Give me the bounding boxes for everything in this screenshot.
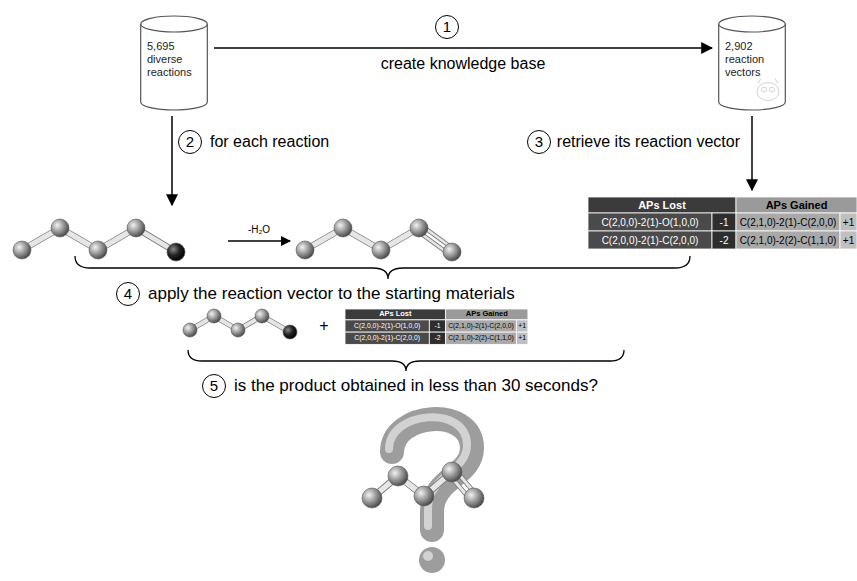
table-cell (516, 332, 528, 344)
table-cell (345, 320, 429, 332)
atom (183, 323, 197, 337)
atom (51, 219, 69, 237)
atom (167, 243, 185, 261)
atom (283, 325, 297, 339)
reaction-arrow (228, 240, 290, 241)
table-cell (446, 320, 517, 332)
database-label: 2,902 reaction vectors (718, 16, 786, 80)
table-cell (345, 332, 429, 344)
atom (442, 462, 462, 482)
step-number: 4 (116, 282, 140, 306)
brace (188, 350, 624, 371)
table-value: -1 (434, 322, 440, 329)
table-header-cell (588, 197, 736, 213)
table-value: C(2,1,0)-2(2)-C(1,1,0) (448, 335, 514, 342)
table-value: C(2,0,0)-2(1)-O(1,0,0) (354, 322, 420, 329)
table-cell (516, 320, 528, 332)
table-value: -2 (434, 335, 440, 342)
table-cell (588, 213, 712, 231)
step-number: 2 (178, 130, 202, 154)
table-value: -2 (720, 235, 729, 246)
step-text: apply the reaction vector to the startin… (148, 285, 515, 304)
step-number: 1 (435, 15, 459, 39)
step-text: retrieve its reaction vector (557, 133, 740, 151)
atom (255, 309, 269, 323)
table-header: APs Lost (379, 310, 411, 318)
table-cell (736, 213, 840, 231)
table-value: C(2,0,0)-2(1)-C(2,0,0) (354, 335, 420, 342)
atom (13, 241, 31, 259)
molecule (183, 309, 297, 339)
down-arrow (751, 116, 753, 190)
molecule (362, 462, 484, 508)
atom (362, 488, 382, 508)
table (345, 309, 528, 344)
atom (414, 486, 434, 506)
table-header-cell (446, 309, 528, 320)
table-value: C(2,1,0)-2(2)-C(1,1,0) (740, 235, 837, 246)
table-value: +1 (518, 322, 526, 329)
step-text: is the product obtained in less than 30 … (234, 377, 598, 396)
owl-sketch (757, 79, 779, 101)
database-label: 5,695 diverse reactions (140, 16, 208, 80)
table-header: APs Lost (638, 199, 686, 211)
table-cell (588, 231, 712, 249)
atom (388, 466, 408, 486)
table-header-cell (736, 197, 857, 213)
table-cell (840, 213, 857, 231)
down-arrow (171, 116, 173, 205)
table-cell (446, 332, 517, 344)
atom (443, 243, 461, 261)
table-cell (840, 231, 857, 249)
atom (410, 219, 428, 237)
atom (207, 309, 221, 323)
table-cell (712, 231, 736, 249)
table-header: APs Gained (766, 199, 828, 211)
question-mark (389, 417, 472, 573)
table-value: +1 (843, 235, 854, 246)
arrow-label: create knowledge base (378, 55, 549, 73)
flow-arrow (214, 47, 712, 49)
cylinder-top (719, 16, 786, 32)
table-cell (736, 231, 840, 249)
atom (127, 219, 145, 237)
molecule (13, 219, 185, 261)
table-cell (712, 213, 736, 231)
step-text: for each reaction (210, 133, 329, 151)
atom (372, 241, 390, 259)
atom (296, 241, 314, 259)
table-value: C(2,0,0)-2(1)-O(1,0,0) (601, 217, 698, 228)
atom (231, 323, 245, 337)
molecule (296, 219, 461, 261)
plus-sign: + (319, 317, 328, 335)
step-number: 5 (202, 374, 226, 398)
database-cylinder: 2,902 reaction vectors (718, 16, 786, 110)
formula: -H₂O (248, 224, 270, 235)
table-header: APs Gained (466, 310, 508, 318)
table-header-cell (345, 309, 446, 320)
database-cylinder: 5,695 diverse reactions (140, 16, 208, 110)
table-value: C(2,0,0)-2(1)-C(2,0,0) (602, 235, 699, 246)
table-value: C(2,1,0)-2(1)-C(2,0,0) (448, 322, 514, 329)
table (588, 197, 857, 249)
table-cell (429, 332, 445, 344)
table-value: +1 (518, 335, 526, 342)
table-value: +1 (843, 217, 854, 228)
brace (75, 256, 690, 279)
step-number: 3 (527, 130, 551, 154)
cylinder-top (141, 16, 208, 32)
atom (334, 219, 352, 237)
table-value: -1 (720, 217, 729, 228)
table-cell (429, 320, 445, 332)
table-value: C(2,1,0)-2(1)-C(2,0,0) (740, 217, 837, 228)
atom (89, 241, 107, 259)
atom (464, 488, 484, 508)
